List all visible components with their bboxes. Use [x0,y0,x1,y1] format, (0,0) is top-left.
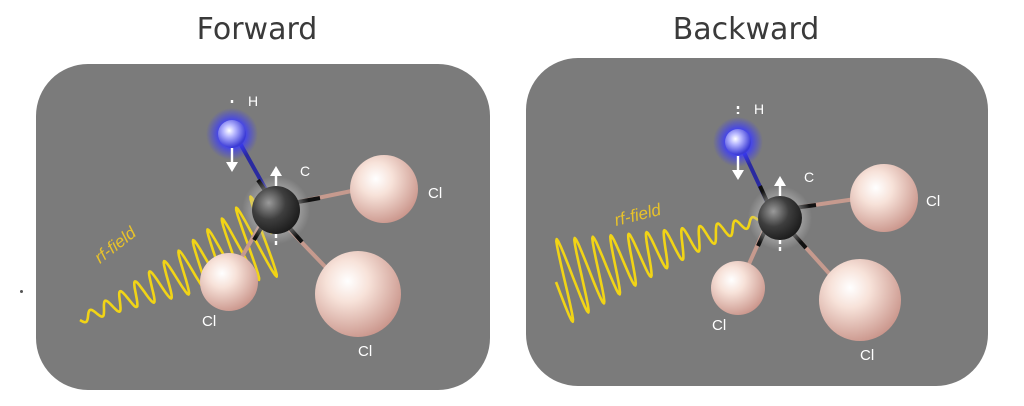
chlorine-atom-1 [850,164,918,232]
chlorine-atom-2 [200,253,258,311]
stray-dot [20,290,23,293]
hydrogen-spin-arrow-down [226,100,238,172]
molecule-diagram-backward: H C Cl Cl Cl rf-field [554,101,940,364]
label-chlorine-2: Cl [202,313,216,330]
chlorine-atom-3 [819,259,901,341]
rf-wave [554,215,759,323]
carbon-spin-arrow-up [774,176,786,254]
label-carbon: C [300,163,310,179]
label-chlorine-3: Cl [860,347,874,364]
panel-forward: H C Cl Cl Cl rf-field [36,64,490,390]
chlorine-atom-1 [350,155,418,223]
chlorine-atom-2 [711,261,765,315]
label-rf-field: rf-field [612,200,663,230]
label-carbon: C [804,169,814,185]
label-rf-field: rf-field [91,223,140,267]
label-chlorine-3: Cl [358,343,372,360]
label-chlorine-1: Cl [428,185,442,202]
hydrogen-atom [218,120,246,148]
label-chlorine-2: Cl [712,317,726,334]
carbon-atom [758,196,802,240]
rf-wave [79,195,278,324]
carbon-spin-arrow-up [270,166,282,246]
panel-title-backward: Backward [672,12,820,47]
carbon-atom [252,186,300,234]
label-chlorine-1: Cl [926,193,940,210]
molecule-diagram-forward: H C Cl Cl Cl rf-field [79,93,442,360]
panel-title-forward: Forward [196,12,318,47]
label-hydrogen: H [754,101,764,117]
label-hydrogen: H [248,93,258,109]
panel-backward: H C Cl Cl Cl rf-field [526,58,988,386]
hydrogen-spin-arrow-down [732,106,744,180]
chlorine-atom-3 [315,251,401,337]
hydrogen-atom [725,129,751,155]
